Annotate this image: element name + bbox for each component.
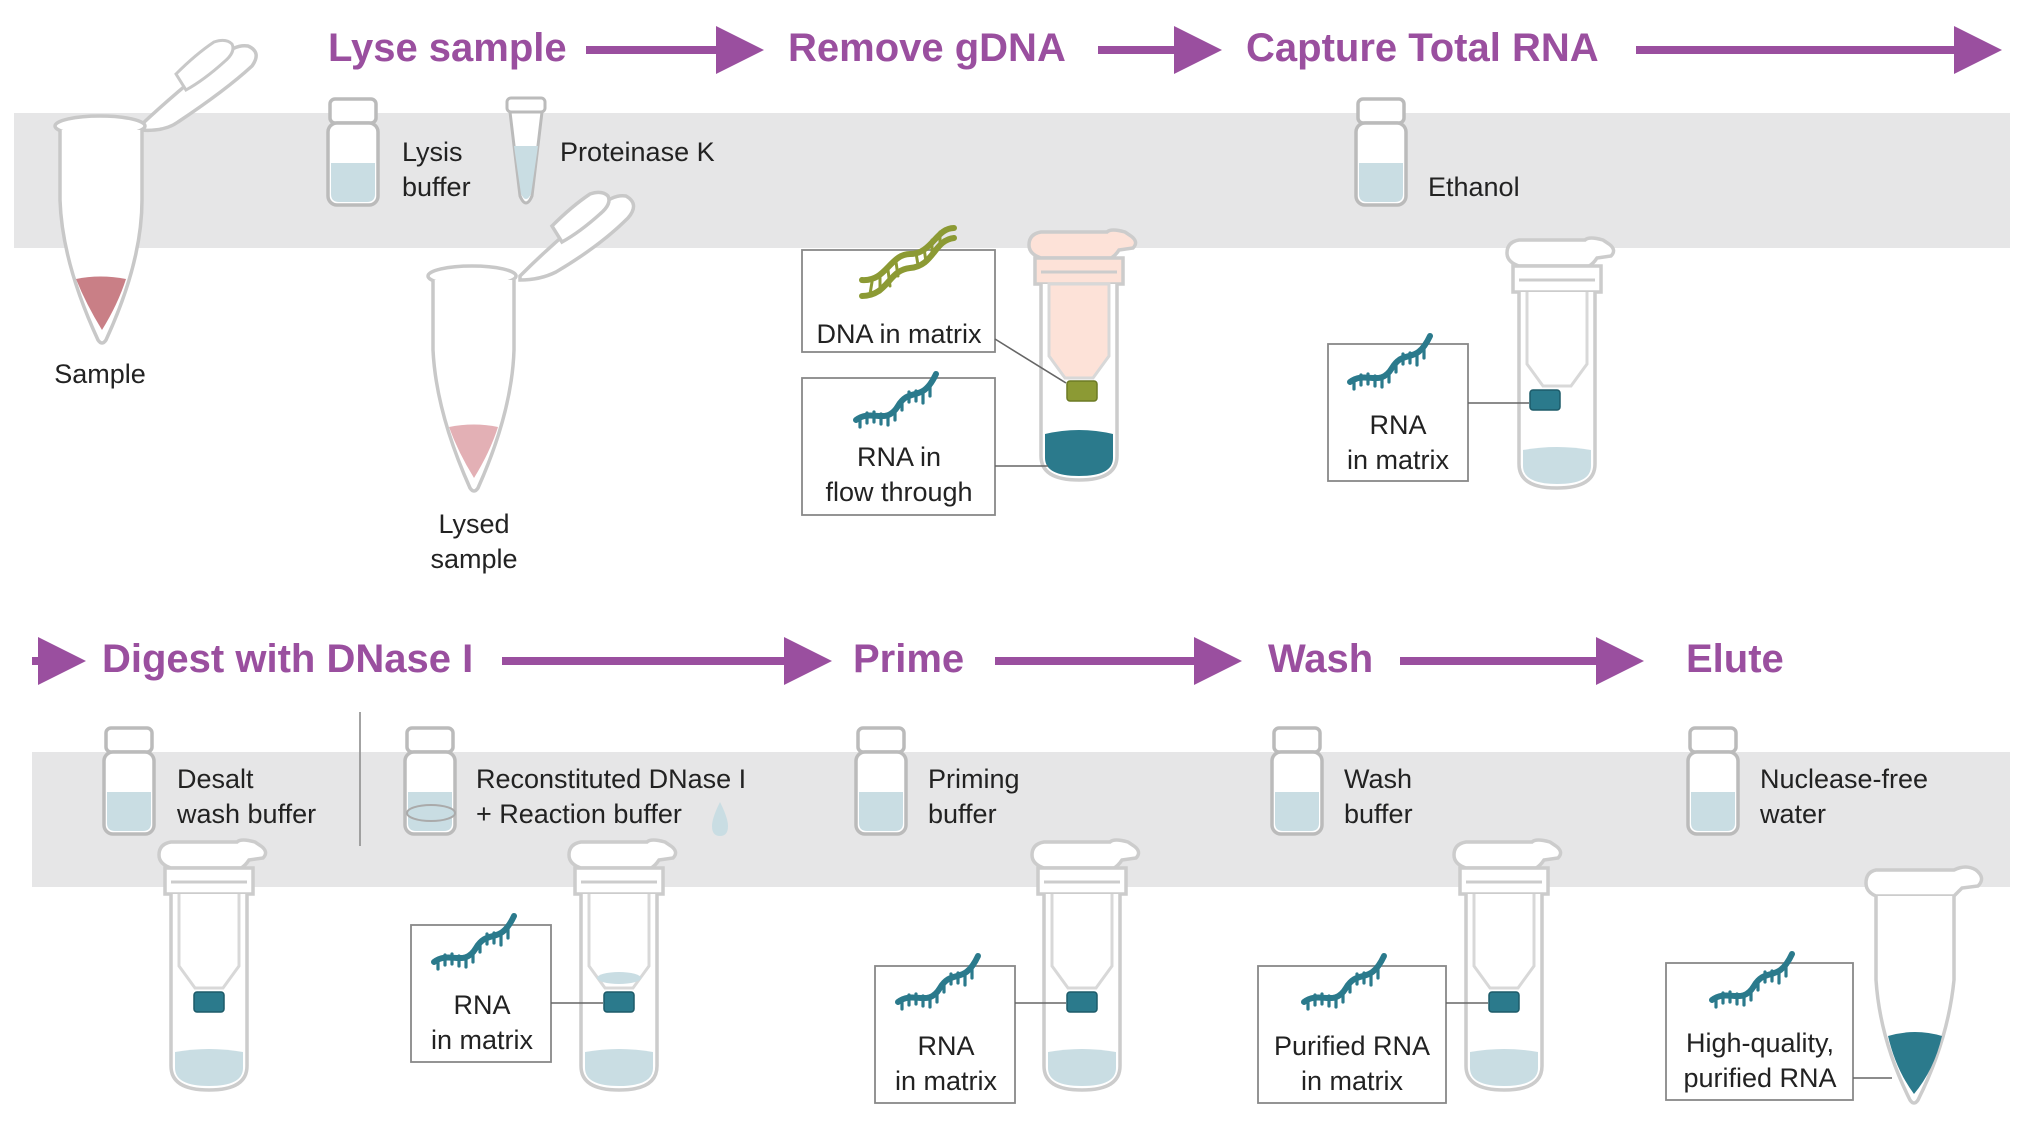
label-elute-purified-rna: purified RNA	[1683, 1063, 1836, 1093]
nuclease-free-water-bottle	[1686, 726, 1740, 836]
callout-purified-rna-in-matrix: Purified RNA in matrix	[1257, 956, 1447, 1104]
label-desalt-line2: wash buffer	[176, 799, 316, 829]
elution-tube	[1864, 865, 1984, 1105]
droplet-icon	[712, 802, 728, 836]
label-priming-line1: Priming	[928, 764, 1020, 794]
wash-buffer-bottle	[1270, 726, 1324, 836]
label-sample: Sample	[54, 359, 146, 389]
step-digest-dnase: Digest with DNase I	[102, 637, 473, 681]
callout-capture-rna-in-matrix: RNA in matrix	[1327, 336, 1469, 482]
label-desalt-line1: Desalt	[177, 764, 254, 794]
step-lyse-sample: Lyse sample	[328, 26, 567, 70]
label-capture-rna: RNA	[1369, 410, 1426, 440]
label-wash-in-matrix: in matrix	[1301, 1066, 1404, 1096]
desalt-spin-column	[157, 838, 268, 1092]
label-flow-through: flow through	[825, 477, 972, 507]
label-proteinase-k: Proteinase K	[560, 137, 715, 167]
label-wash-line1: Wash	[1344, 764, 1412, 794]
label-priming-line2: buffer	[928, 799, 997, 829]
step-prime: Prime	[853, 637, 964, 681]
label-lysed-sample-line2: sample	[430, 544, 517, 574]
label-rna-in: RNA in	[857, 442, 941, 472]
sample-tube	[53, 38, 258, 345]
step-wash: Wash	[1268, 637, 1373, 681]
ethanol-bottle	[1354, 97, 1408, 207]
label-elute-high-quality: High-quality,	[1686, 1028, 1834, 1058]
label-lysis-buffer-line1: Lysis	[402, 137, 463, 167]
step-remove-gdna: Remove gDNA	[788, 26, 1066, 70]
priming-buffer-bottle	[854, 726, 908, 836]
label-dnase-line2: + Reaction buffer	[476, 799, 682, 829]
rna-matrix-plug	[1066, 991, 1098, 1013]
rna-matrix-plug	[603, 991, 635, 1013]
label-lysis-buffer-line2: buffer	[402, 172, 471, 202]
lysis-buffer-bottle	[326, 97, 380, 207]
label-digest-rna: RNA	[453, 990, 510, 1020]
label-water-line1: Nuclease-free	[1760, 764, 1928, 794]
reagent-band-bottom	[32, 752, 2010, 887]
callout-high-quality-rna: High-quality, purified RNA	[1665, 954, 1854, 1101]
step-elute: Elute	[1686, 637, 1784, 681]
proteinase-k-tube	[505, 96, 547, 205]
label-dna-in-matrix: DNA in matrix	[816, 319, 982, 349]
callout-dna-in-matrix: DNA in matrix	[801, 228, 996, 353]
desalt-wash-buffer-bottle	[102, 726, 156, 836]
digest-spin-column	[567, 838, 678, 1092]
rna-matrix-plug	[1529, 389, 1561, 411]
label-prime-rna: RNA	[917, 1031, 974, 1061]
dna-matrix-plug	[1066, 380, 1098, 402]
label-wash-line2: buffer	[1344, 799, 1413, 829]
dnase-solution	[597, 972, 641, 984]
leader-dna-matrix	[994, 338, 1067, 384]
step-capture-total-rna: Capture Total RNA	[1246, 26, 1599, 70]
label-capture-in-matrix: in matrix	[1347, 445, 1450, 475]
reagent-band-top	[14, 113, 2010, 248]
wash-spin-column	[1452, 838, 1563, 1092]
label-dnase-line1: Reconstituted DNase I	[476, 764, 746, 794]
callout-prime-rna-in-matrix: RNA in matrix	[874, 956, 1016, 1104]
label-lysed-sample-line1: Lysed	[438, 509, 509, 539]
label-water-line2: water	[1759, 799, 1826, 829]
label-digest-in-matrix: in matrix	[431, 1025, 534, 1055]
prime-spin-column	[1030, 838, 1141, 1092]
gdna-eliminator-column	[1027, 228, 1138, 482]
rna-matrix-plug	[193, 991, 225, 1013]
label-prime-in-matrix: in matrix	[895, 1066, 998, 1096]
callout-digest-rna-in-matrix: RNA in matrix	[410, 916, 552, 1063]
rna-matrix-plug	[1488, 991, 1520, 1013]
callout-rna-in-flow-through: RNA in flow through	[801, 374, 996, 516]
dnase-pellet	[406, 804, 456, 822]
lysed-sample-tube	[426, 190, 636, 493]
label-ethanol: Ethanol	[1428, 172, 1520, 202]
capture-spin-column	[1505, 236, 1616, 490]
label-wash-purified-rna: Purified RNA	[1274, 1031, 1430, 1061]
